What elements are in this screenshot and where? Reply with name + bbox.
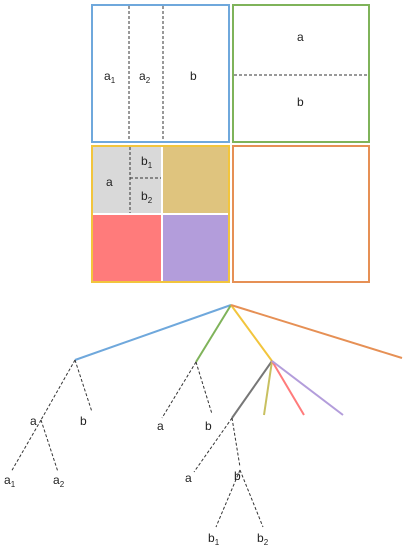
orange-box — [232, 145, 370, 283]
leaf-label-green-a: a — [157, 419, 164, 433]
edge-yellow-tan — [263, 360, 273, 416]
green-label-a: a — [297, 30, 304, 44]
blue-box-frame — [91, 4, 230, 143]
blue-label-a2: a2 — [139, 69, 151, 85]
edge-grey-b — [231, 417, 241, 468]
leaf-label-b2: b2 — [257, 531, 269, 547]
cell-red — [93, 215, 161, 281]
leaf-label-a: a — [30, 414, 37, 428]
edge-green-b — [195, 361, 213, 415]
cell-grey — [93, 147, 161, 213]
edge-b-b1 — [215, 469, 241, 528]
edge-yellow-purple — [271, 360, 344, 416]
leaf-label-grey-a: a — [185, 471, 192, 485]
edge-root-orange — [230, 304, 403, 359]
edge-root-yellow — [230, 304, 273, 362]
green-box-frame — [232, 4, 370, 143]
edge-a-a1 — [10, 419, 42, 473]
yellow-label-b1: b1 — [141, 154, 153, 170]
edge-blue-b — [74, 359, 93, 413]
leaf-label-a1: a1 — [4, 473, 16, 489]
blue-box: a1 a2 b — [91, 4, 230, 143]
cell-purple — [163, 215, 229, 281]
edge-yellow-red — [271, 360, 305, 416]
edge-root-blue — [74, 304, 232, 361]
edge-a-a2 — [40, 419, 59, 473]
blue-label-b: b — [190, 69, 197, 83]
yellow-label-b2: b2 — [141, 189, 153, 205]
cell-tan — [163, 147, 229, 213]
edge-grey-a — [193, 417, 233, 473]
edge-b-b2 — [239, 469, 264, 528]
yellow-box-frame — [91, 145, 230, 283]
green-label-b: b — [297, 95, 304, 109]
edge-green-a — [161, 361, 197, 419]
edge-yellow-grey — [231, 360, 273, 419]
yellow-label-a: a — [106, 175, 113, 189]
leaf-label-grey-b: b — [234, 469, 241, 483]
leaf-label-b1: b1 — [208, 531, 220, 547]
leaf-label-green-b: b — [205, 419, 212, 433]
leaf-label-b: b — [80, 414, 87, 428]
partition-grid: a1 a2 b a b a b1 — [91, 4, 370, 283]
tree: a b a1 a2 a b a b b1 b2 — [4, 304, 403, 547]
yellow-box: a b1 b2 — [91, 145, 230, 283]
leaf-label-a2: a2 — [53, 473, 65, 489]
edge-root-green — [195, 304, 232, 363]
edge-blue-a — [40, 359, 76, 421]
green-box: a b — [232, 4, 370, 143]
blue-label-a1: a1 — [104, 69, 116, 85]
